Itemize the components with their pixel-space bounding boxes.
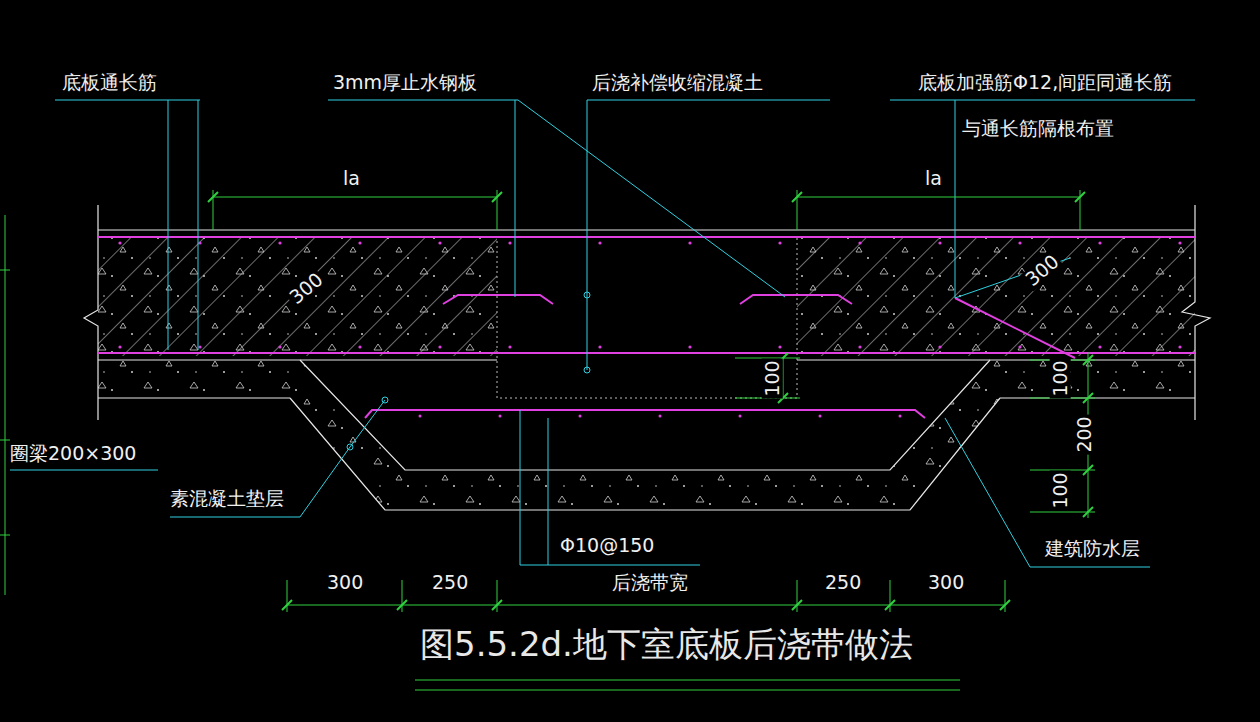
dimension-text: 200 <box>1074 414 1095 454</box>
rebar-label: Φ10@150 <box>560 535 654 556</box>
dimension-text: 300 <box>327 572 363 593</box>
reinforcement-note: 与通长筋隔根布置 <box>962 118 1114 139</box>
reinforcement-note: 底板加强筋Φ12,间距同通长筋 <box>918 72 1172 93</box>
anchor-length: la <box>925 168 942 189</box>
figure-caption: 图5.5.2d.地下室底板后浇带做法 <box>420 626 913 663</box>
dimension-text: 100 <box>762 358 783 398</box>
beam-label: 圈梁200×300 <box>10 443 136 464</box>
waterstop-label: 3mm厚止水钢板 <box>333 72 477 93</box>
rebar-label: 底板通长筋 <box>62 72 157 93</box>
dimension-text: 100 <box>1050 358 1071 398</box>
waterproof-label: 建筑防水层 <box>1045 538 1140 559</box>
concrete-label: 后浇补偿收缩混凝土 <box>592 72 763 93</box>
dimension-text: 250 <box>432 572 468 593</box>
anchor-length: la <box>343 168 360 189</box>
dimension-text: 100 <box>1050 470 1071 510</box>
cushion-label: 素混凝土垫层 <box>170 488 284 509</box>
dimension-text: 300 <box>928 572 964 593</box>
dimension-text: 后浇带宽 <box>612 572 688 593</box>
dimension-text: 250 <box>825 572 861 593</box>
